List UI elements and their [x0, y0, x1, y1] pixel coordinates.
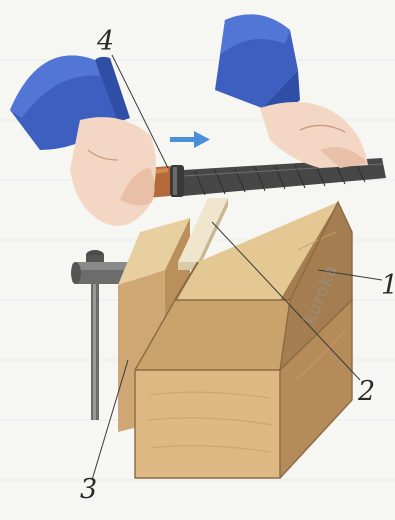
callout-label-vise: 3	[80, 476, 97, 503]
callout-label-file: 4	[97, 28, 114, 55]
callout-label-jaw: 2	[358, 378, 375, 405]
callout-label-workpiece: 1	[381, 272, 395, 299]
